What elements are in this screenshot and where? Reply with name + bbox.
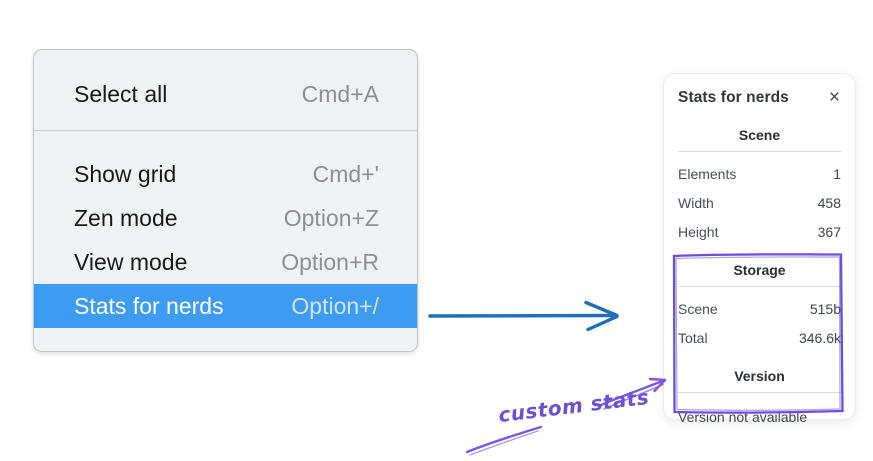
menu-item-label: Stats for nerds	[74, 292, 224, 319]
menu-item-view-mode[interactable]: View mode Option+R	[34, 240, 417, 284]
stat-value: 1	[833, 165, 841, 182]
menu-item-shortcut: Cmd+A	[301, 80, 379, 107]
stat-value: 458	[817, 194, 841, 211]
menu-item-select-all[interactable]: Select all Cmd+A	[34, 72, 417, 116]
annotation-label: custom stats	[497, 384, 651, 428]
stat-row-width: Width 458	[678, 188, 841, 217]
menu-item-label: Zen mode	[74, 204, 178, 231]
stat-value: 346.6k	[798, 329, 841, 346]
stats-panel-header: Stats for nerds ×	[678, 87, 841, 108]
stat-label: Elements	[678, 165, 737, 182]
menu-divider	[34, 130, 417, 131]
context-menu: Select all Cmd+A Show grid Cmd+' Zen mod…	[33, 49, 418, 352]
menu-item-shortcut: Option+/	[291, 292, 379, 319]
stats-panel: Stats for nerds × Scene Elements 1 Width…	[663, 73, 856, 425]
stat-row-height: Height 367	[678, 217, 841, 246]
stat-label: Width	[678, 194, 714, 211]
menu-section-top: Select all Cmd+A	[34, 50, 417, 130]
annotation-arrow-lower-icon	[465, 425, 543, 456]
menu-item-label: View mode	[74, 248, 188, 275]
stats-panel-title: Stats for nerds	[678, 89, 789, 106]
section-divider	[678, 392, 841, 393]
section-heading-version: Version	[734, 368, 785, 384]
menu-item-shortcut: Cmd+'	[312, 160, 379, 187]
stat-row-total-storage: Total 346.6k	[678, 323, 841, 352]
stat-row-elements: Elements 1	[678, 159, 841, 188]
menu-item-label: Select all	[74, 80, 168, 107]
version-note: Version not available	[678, 409, 808, 425]
section-heading-storage: Storage	[733, 262, 786, 278]
flow-arrow-icon	[428, 300, 619, 332]
section-heading-scene: Scene	[738, 127, 781, 143]
stat-label: Height	[678, 223, 719, 240]
close-icon[interactable]: ×	[828, 87, 840, 108]
stat-label: Scene	[678, 300, 718, 317]
menu-item-shortcut: Option+R	[281, 248, 379, 275]
section-divider	[678, 286, 841, 287]
menu-item-stats-for-nerds[interactable]: Stats for nerds Option+/	[34, 284, 417, 328]
stat-row-scene-storage: Scene 515b	[678, 294, 841, 323]
menu-section-bottom: Show grid Cmd+' Zen mode Option+Z View m…	[34, 131, 417, 351]
menu-item-show-grid[interactable]: Show grid Cmd+'	[34, 152, 417, 196]
menu-item-zen-mode[interactable]: Zen mode Option+Z	[34, 196, 417, 240]
menu-item-shortcut: Option+Z	[283, 204, 379, 231]
menu-item-label: Show grid	[74, 160, 177, 187]
stat-value: 515b	[809, 300, 841, 317]
stat-label: Total	[678, 329, 708, 346]
section-divider	[678, 151, 841, 152]
stat-value: 367	[817, 223, 841, 240]
